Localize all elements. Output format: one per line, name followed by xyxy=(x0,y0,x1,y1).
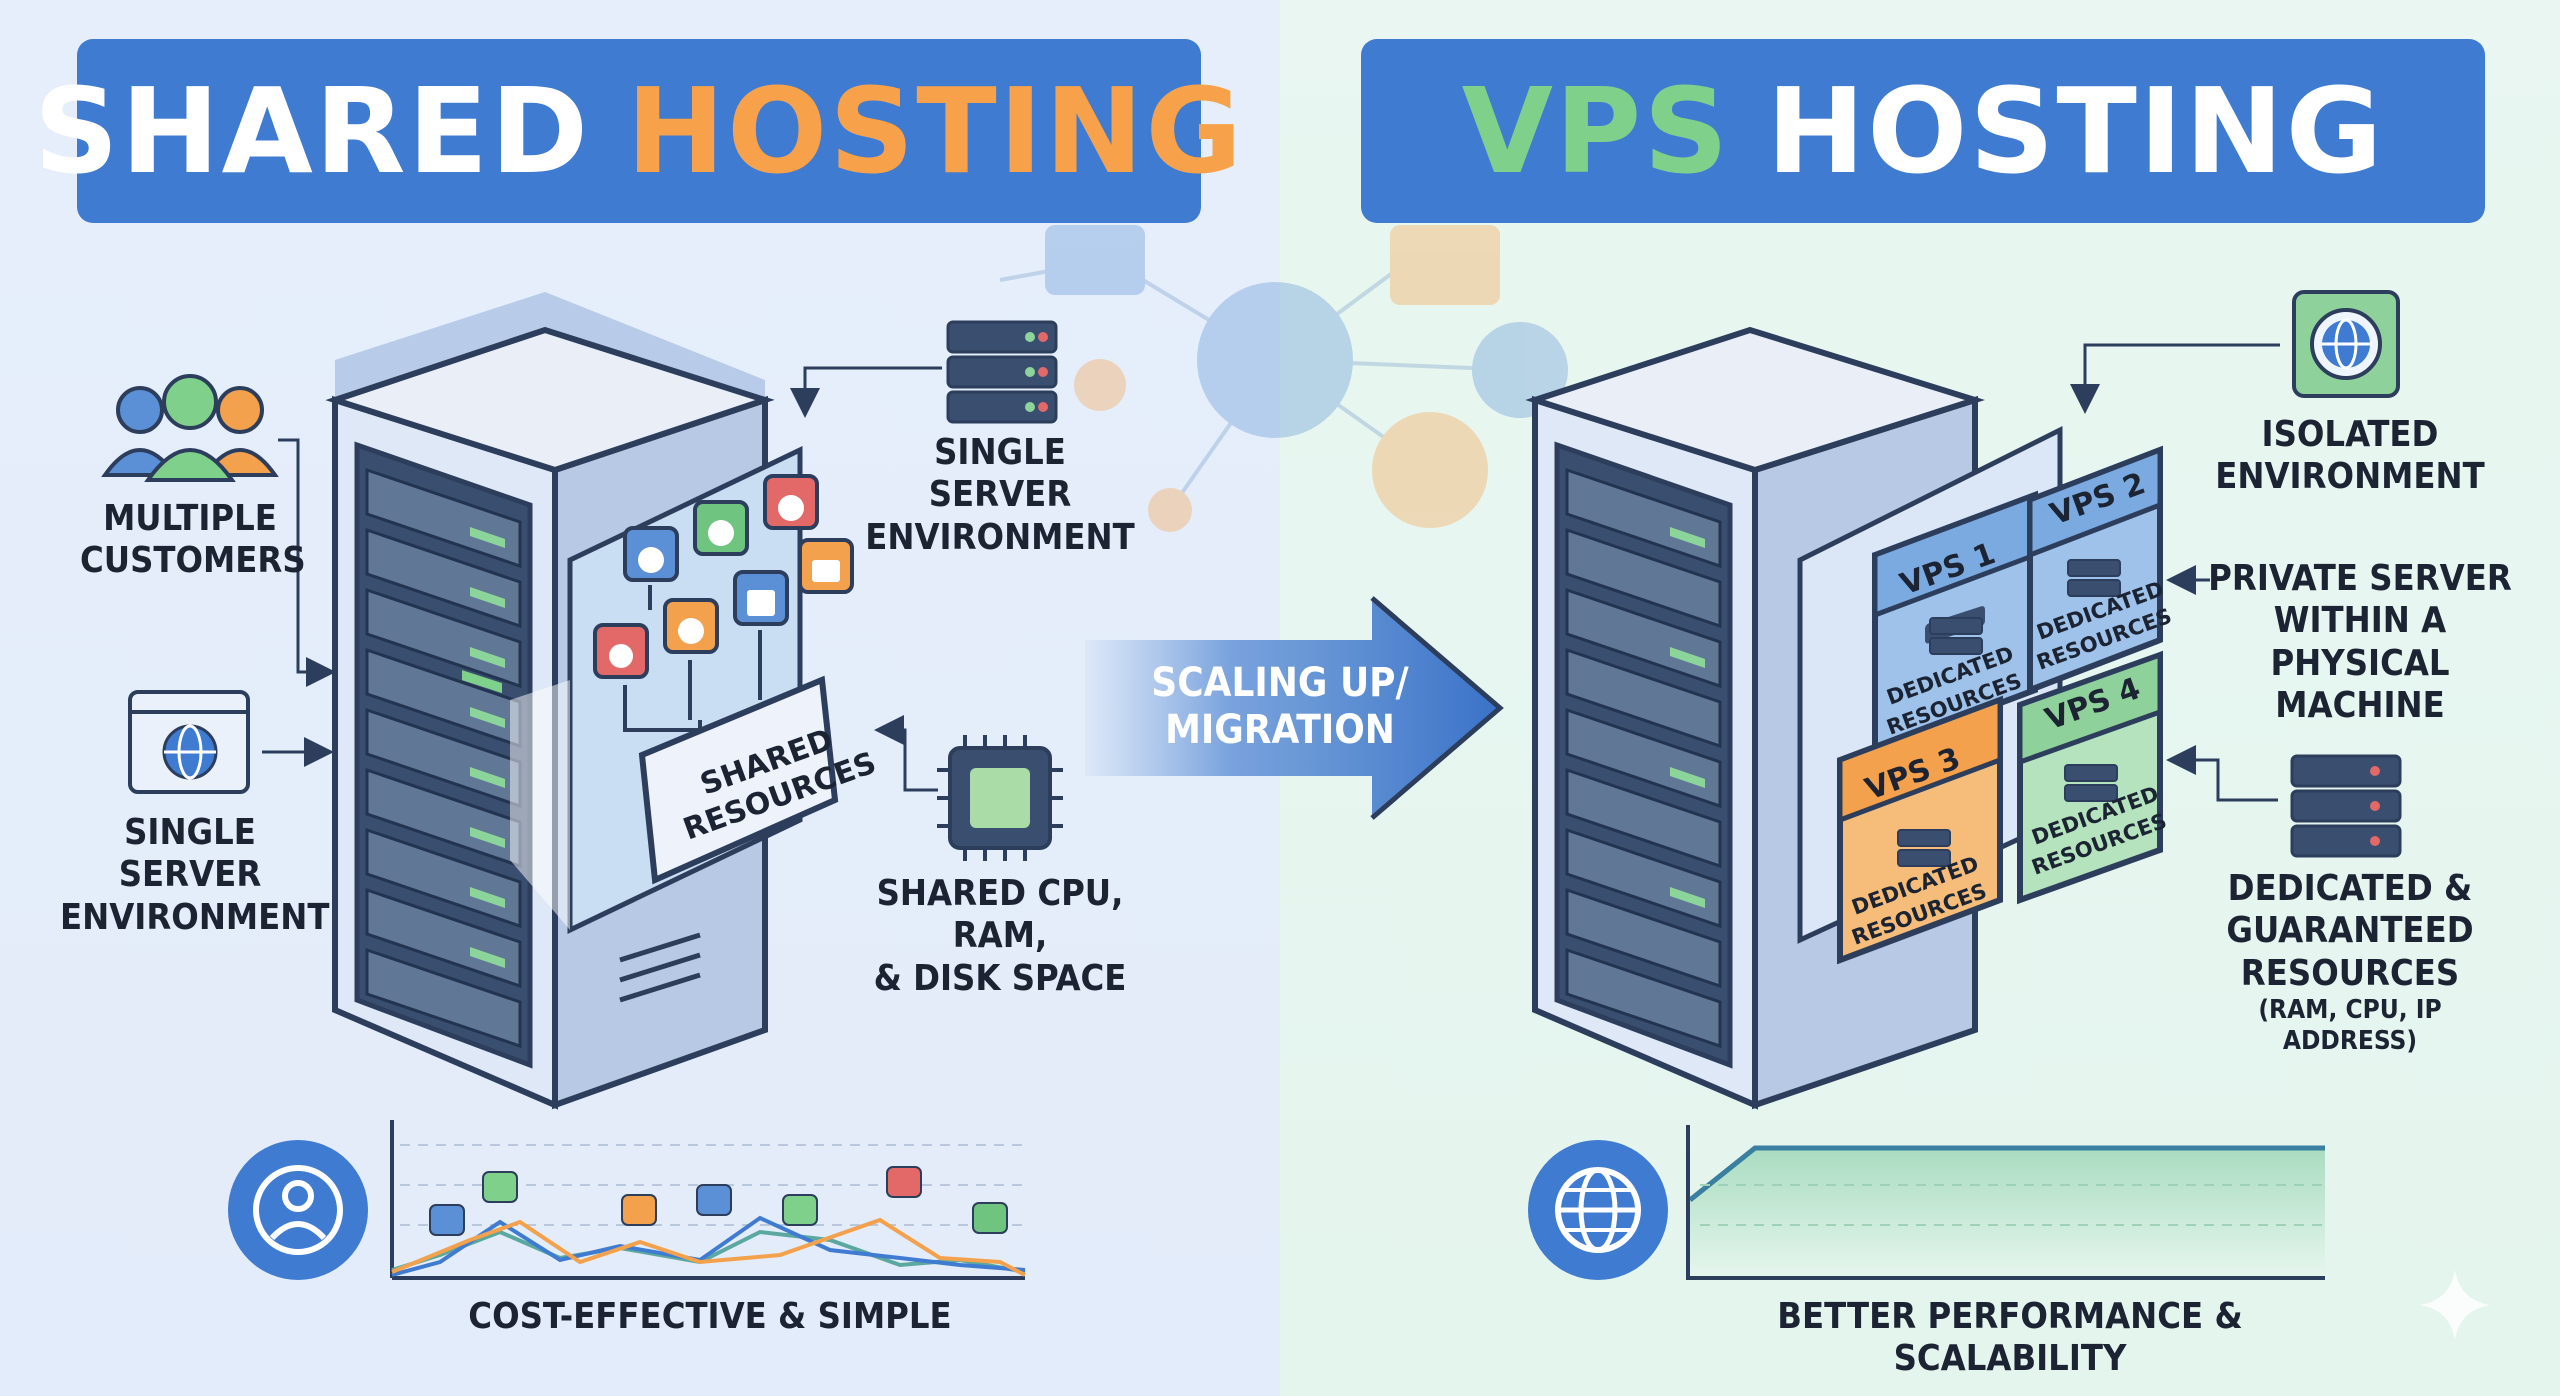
title-hosting-right: HOSTING xyxy=(1766,62,2385,200)
title-hosting: HOSTING xyxy=(626,62,1245,200)
better-performance-caption: BETTER PERFORMANCE & SCALABILITY xyxy=(1777,1296,2243,1380)
browser-globe-icon xyxy=(128,690,250,794)
single-server-top-label: SINGLE SERVER ENVIRONMENT xyxy=(865,432,1135,558)
vps-hosting-title: VPS HOSTING xyxy=(1361,39,2485,223)
dedicated-guaranteed-label: DEDICATED & GUARANTEED RESOURCES (RAM, C… xyxy=(2210,868,2490,1057)
shared-cpu-label: SHARED CPU, RAM, & DISK SPACE xyxy=(873,873,1127,999)
pointer-isolated xyxy=(2070,343,2280,414)
pointer-server-top xyxy=(790,366,942,418)
title-shared: SHARED xyxy=(33,62,591,200)
network-background xyxy=(999,225,1568,532)
vps-server-icons xyxy=(1897,559,2121,867)
shared-hosting-title: SHARED HOSTING xyxy=(34,39,1242,223)
cost-trend-chart xyxy=(390,1120,1026,1280)
server-stack-icon xyxy=(946,320,1058,424)
performance-chart xyxy=(1686,1125,2325,1280)
pointer-customers xyxy=(278,438,336,687)
multiple-customers-label: MULTIPLE CUSTOMERS xyxy=(80,498,306,582)
single-server-left-label: SINGLE SERVER ENVIRONMENT xyxy=(60,812,330,938)
users-icon xyxy=(101,374,279,482)
user-avatar-icon xyxy=(228,1140,368,1280)
isolated-globe-icon xyxy=(2292,290,2400,398)
globe-icon xyxy=(1528,1140,1668,1280)
sparkle-icon xyxy=(2420,1270,2490,1340)
pointer-dedicated xyxy=(2166,745,2278,802)
cost-effective-caption: COST-EFFECTIVE & SIMPLE xyxy=(468,1296,952,1337)
pointer-cpu xyxy=(874,715,938,792)
shared-server-rack: SHARED RESOURCES xyxy=(325,292,881,1110)
title-vps: VPS xyxy=(1461,62,1731,200)
dedicated-server-icon xyxy=(2290,754,2402,858)
private-server-label: PRIVATE SERVER WITHIN A PHYSICAL MACHINE xyxy=(2208,558,2512,727)
scaling-arrow-label: SCALING UP/ MIGRATION xyxy=(1151,660,1409,754)
cpu-chip-icon xyxy=(937,735,1063,861)
scaling-up-migration-arrow xyxy=(1085,596,1504,820)
isolated-environment-label: ISOLATED ENVIRONMENT xyxy=(2215,414,2485,498)
dedicated-sub-label: (RAM, CPU, IP ADDRESS) xyxy=(2258,995,2442,1057)
